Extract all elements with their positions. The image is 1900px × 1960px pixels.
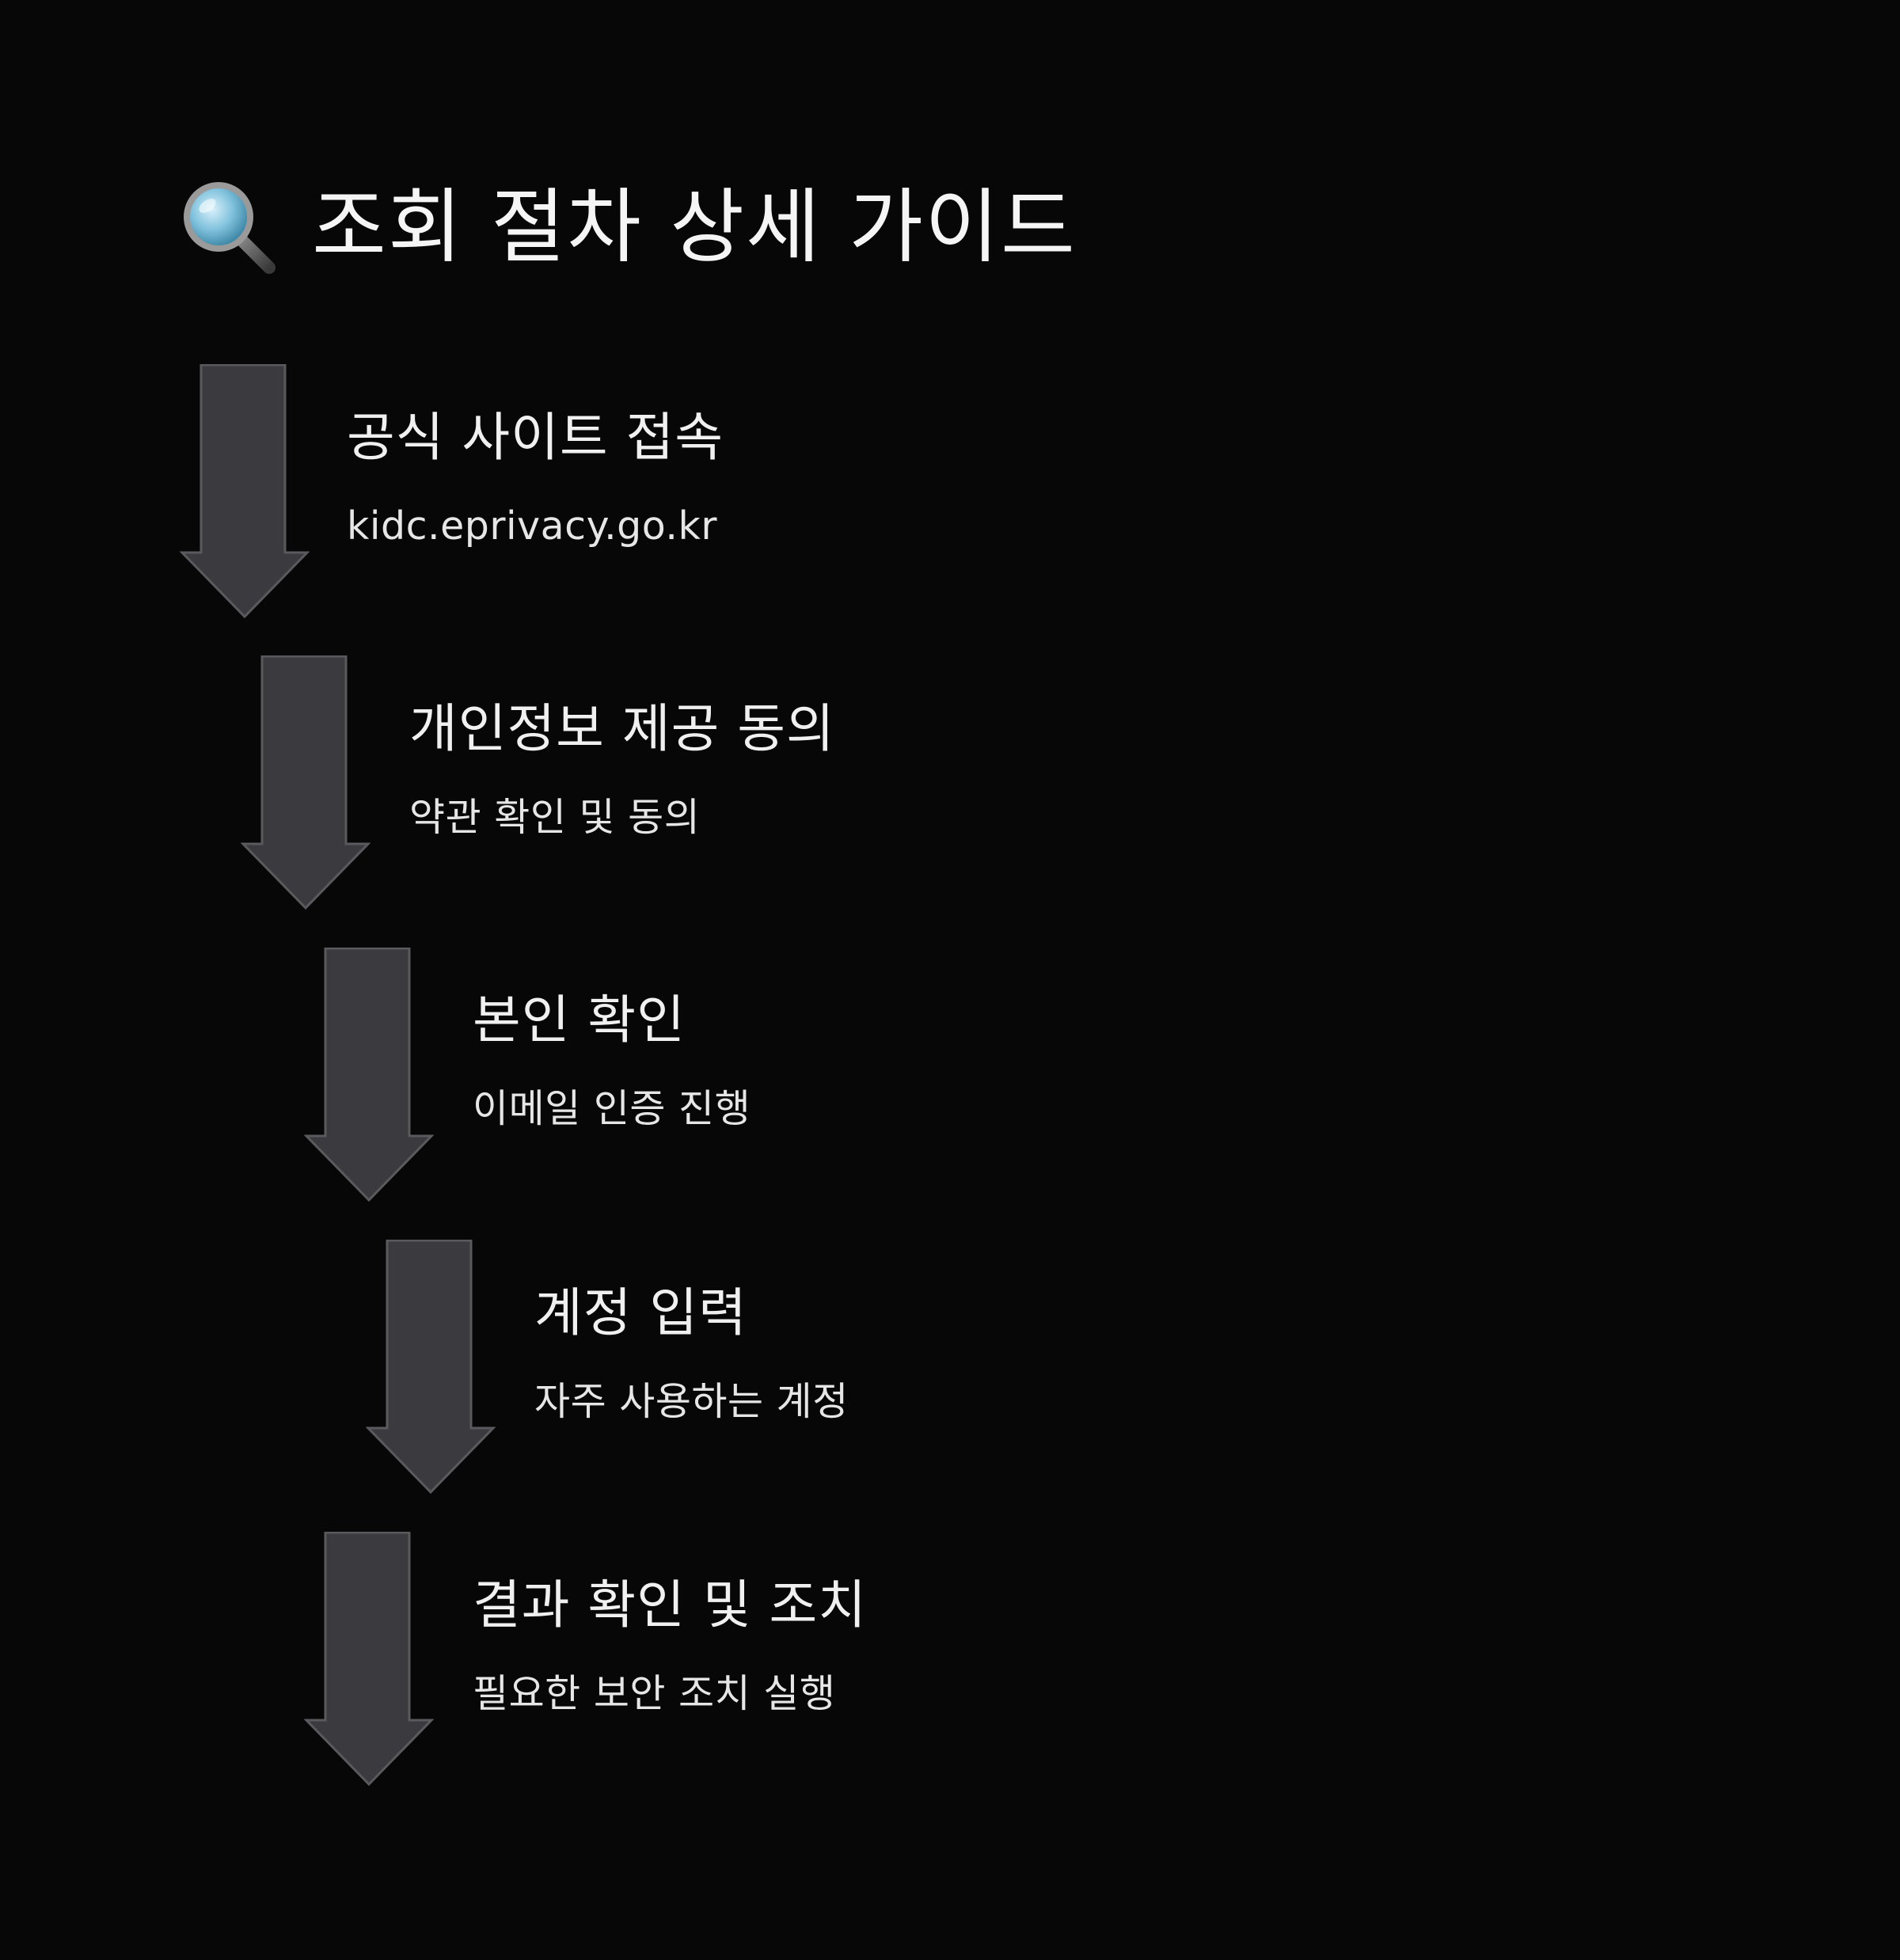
step-5-description: 필요한 보안 조치 실행 (473, 1671, 836, 1716)
step-4-arrow (366, 1240, 496, 1495)
step-2-title: 개인정보 제공 동의 (409, 698, 835, 759)
step-2-arrow (241, 655, 370, 910)
step-3-title: 본인 확인 (473, 989, 686, 1050)
step-5-arrow (304, 1532, 434, 1787)
step-3-description: 이메일 인증 진행 (473, 1086, 751, 1131)
step-5: 결과 확인 및 조치 필요한 보안 조치 실행 (473, 1574, 867, 1716)
step-3-arrow (304, 948, 434, 1202)
step-2-description: 약관 확인 및 동의 (409, 795, 701, 840)
step-1-title: 공식 사이트 접속 (347, 407, 724, 468)
step-2: 개인정보 제공 동의 약관 확인 및 동의 (409, 698, 835, 840)
magnifying-glass-icon (184, 182, 276, 274)
step-4: 계정 입력 자주 사용하는 계정 (534, 1282, 849, 1424)
step-4-title: 계정 입력 (534, 1282, 747, 1343)
step-1-description: kidc.eprivacy.go.kr (347, 503, 717, 549)
step-1: 공식 사이트 접속 kidc.eprivacy.go.kr (347, 407, 724, 549)
title-row: 조회 절차 상세 가이드 (180, 180, 1077, 275)
page-title: 조회 절차 상세 가이드 (312, 180, 1077, 275)
step-3: 본인 확인 이메일 인증 진행 (473, 989, 751, 1131)
step-1-arrow (180, 364, 310, 619)
step-5-title: 결과 확인 및 조치 (473, 1574, 867, 1635)
step-4-description: 자주 사용하는 계정 (534, 1379, 849, 1424)
